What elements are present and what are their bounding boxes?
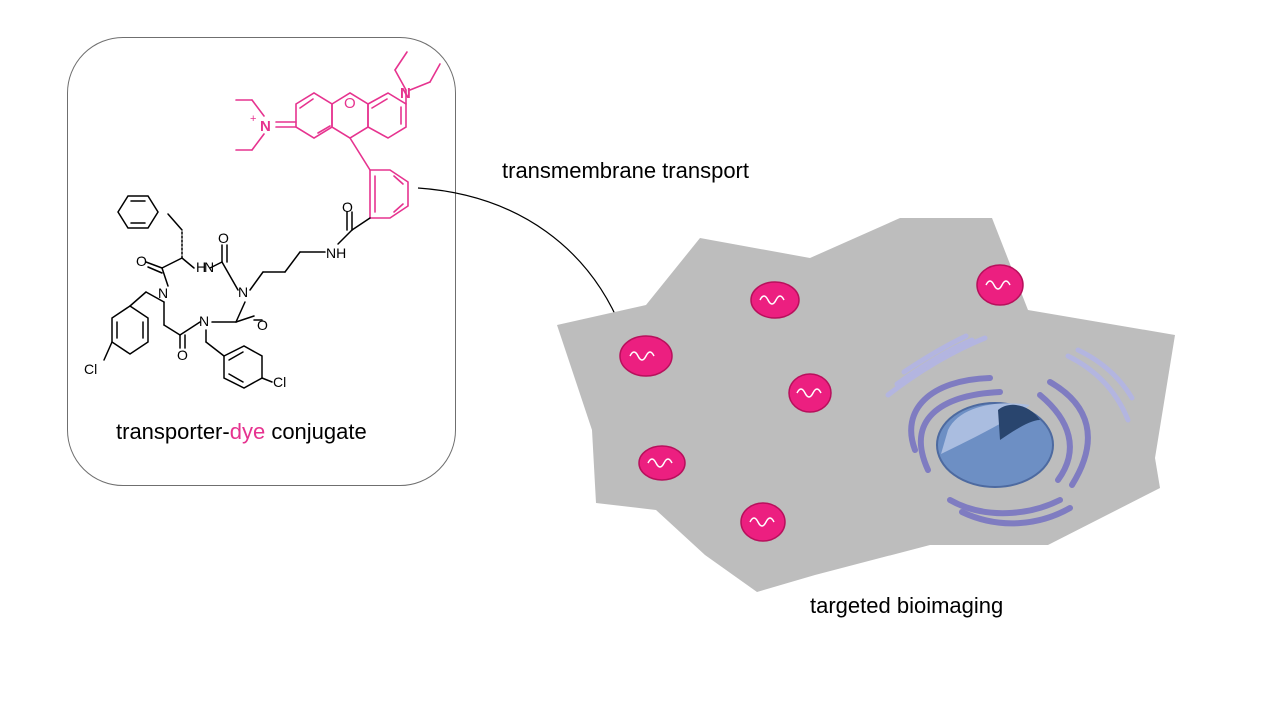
bioimaging-caption: targeted bioimaging xyxy=(810,593,1004,618)
mitochondrion xyxy=(976,264,1024,306)
atom-nh-amide: NH xyxy=(326,245,346,261)
nucleus xyxy=(936,402,1054,488)
atom-cl-left: Cl xyxy=(84,361,97,377)
conjugate-highlight: dye xyxy=(229,419,266,444)
golgi-apparatus xyxy=(885,333,1135,527)
atom-n-ring: N xyxy=(204,259,214,275)
rhodamine-dye xyxy=(235,51,441,219)
transport-arrow xyxy=(417,187,622,330)
mitochondria xyxy=(619,264,1024,542)
mitochondrion xyxy=(638,445,686,481)
atom-o-amide: O xyxy=(342,199,353,215)
atom-n-left: N xyxy=(158,285,168,301)
mitochondrion xyxy=(750,281,800,319)
transporter-scaffold xyxy=(103,195,371,389)
atom-o-ring4: O xyxy=(177,347,188,363)
conjugate-caption: transporter-dye conjugate xyxy=(116,420,367,444)
atom-n-top: N xyxy=(400,85,411,102)
conjugate-prefix: transporter- xyxy=(116,419,230,444)
atom-h-ring: H xyxy=(196,259,206,275)
atom-n-right: N xyxy=(238,284,248,300)
atom-o-ring2: O xyxy=(136,253,147,269)
atom-n-bottom: N xyxy=(199,313,209,329)
mitochondrion xyxy=(740,502,786,542)
mitochondrion xyxy=(619,335,673,377)
atom-cl-right: Cl xyxy=(273,374,286,390)
cell-body xyxy=(557,218,1175,592)
mitochondrion xyxy=(788,373,832,413)
conjugate-suffix: conjugate xyxy=(265,419,367,444)
atom-o-ring1: O xyxy=(218,230,229,246)
transport-caption: transmembrane transport xyxy=(502,158,749,183)
atom-o-xanthene: O xyxy=(344,95,356,112)
atom-o-ring3: O xyxy=(257,317,268,333)
atom-n-iminium: N xyxy=(260,118,271,135)
atom-plus: + xyxy=(250,113,256,125)
